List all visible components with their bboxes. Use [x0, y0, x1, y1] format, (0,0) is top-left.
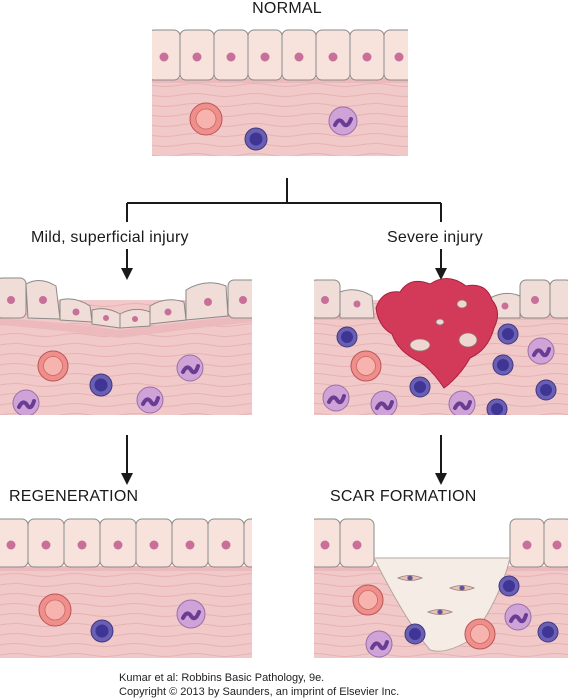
- normal-tissue-panel: [152, 29, 408, 156]
- scar-formation-panel: [314, 518, 568, 658]
- red-blood-cell: [38, 593, 72, 627]
- neutrophil: [176, 599, 206, 629]
- arrowhead: [435, 268, 447, 280]
- branch-connector: [126, 178, 442, 475]
- severe-injury-panel: [314, 278, 568, 415]
- scar-formation-label: SCAR FORMATION: [330, 488, 477, 505]
- epithelial-nuclei: [159, 52, 404, 62]
- mild-injury-panel: [0, 277, 252, 415]
- severe-injury-label: Severe injury: [387, 229, 483, 246]
- lymphocyte: [90, 619, 114, 643]
- arrowhead: [435, 473, 447, 485]
- normal-label: NORMAL: [252, 0, 322, 17]
- arrowhead: [121, 268, 133, 280]
- lymphocyte: [244, 127, 268, 151]
- red-blood-cell: [189, 102, 223, 136]
- fibroblasts: [396, 575, 476, 615]
- red-blood-cell: [352, 584, 384, 616]
- red-blood-cell: [37, 350, 69, 382]
- epithelial-cell-row: [152, 29, 408, 81]
- neutrophil: [12, 389, 40, 415]
- red-blood-cell: [464, 618, 496, 650]
- neutrophil: [176, 354, 204, 382]
- blood-clot: [375, 278, 498, 389]
- regeneration-panel: [0, 518, 252, 658]
- arrowhead: [121, 473, 133, 485]
- red-blood-cell: [350, 350, 382, 382]
- neutrophil: [136, 386, 164, 414]
- lymphocyte: [89, 373, 113, 397]
- credit-line-1: Kumar et al: Robbins Basic Pathology, 9e…: [119, 672, 325, 684]
- arrowheads: [121, 268, 447, 485]
- regeneration-label: REGENERATION: [9, 488, 139, 505]
- credit-line-2: Copyright © 2013 by Saunders, an imprint…: [119, 686, 400, 698]
- mild-injury-label: Mild, superficial injury: [31, 229, 189, 246]
- neutrophil: [328, 106, 358, 136]
- debris: [409, 299, 478, 352]
